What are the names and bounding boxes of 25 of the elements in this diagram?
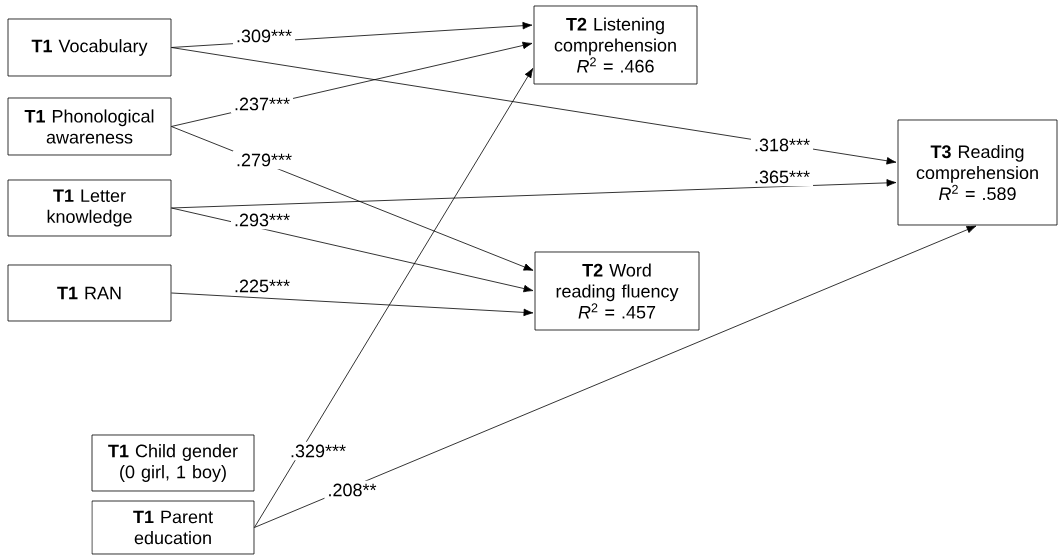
variable-box: T1 Child gender (0 girl, 1 boy) bbox=[91, 434, 255, 492]
path-coefficient: .318*** bbox=[751, 135, 814, 155]
path-arrow bbox=[171, 179, 897, 209]
variable-box: T2 Listening comprehension R$^{2}$ = .466 bbox=[533, 5, 698, 85]
path-arrow bbox=[171, 126, 534, 271]
path-coefficient: .237*** bbox=[231, 94, 294, 114]
variable-box: T2 Word reading fluency R$^{2}$ = .457 bbox=[534, 251, 700, 331]
path-coefficient: .309*** bbox=[233, 26, 296, 46]
path-coefficient: .225*** bbox=[231, 276, 294, 296]
variable-box: T1 Letter knowledge bbox=[7, 179, 172, 237]
path-coefficient: .365*** bbox=[751, 167, 814, 187]
variable-box: T1 RAN bbox=[7, 264, 172, 322]
variable-box: T1 Vocabulary bbox=[7, 18, 172, 77]
variable-box: T3 Reading comprehension R$^{2}$ = .589 bbox=[897, 119, 1058, 226]
path-arrow bbox=[254, 68, 534, 528]
variable-box: T1 Phonological awareness bbox=[7, 97, 172, 156]
path-coefficient: .279*** bbox=[233, 150, 296, 170]
path-arrow bbox=[254, 225, 977, 528]
path-coefficient: .329*** bbox=[287, 441, 350, 461]
path-coefficient: .293*** bbox=[231, 210, 294, 230]
path-arrow bbox=[171, 47, 897, 165]
path-arrow bbox=[171, 292, 534, 317]
path-arrow bbox=[171, 207, 534, 293]
path-coefficient: .208** bbox=[324, 480, 380, 500]
variable-box: T1 Parent education bbox=[91, 500, 255, 555]
